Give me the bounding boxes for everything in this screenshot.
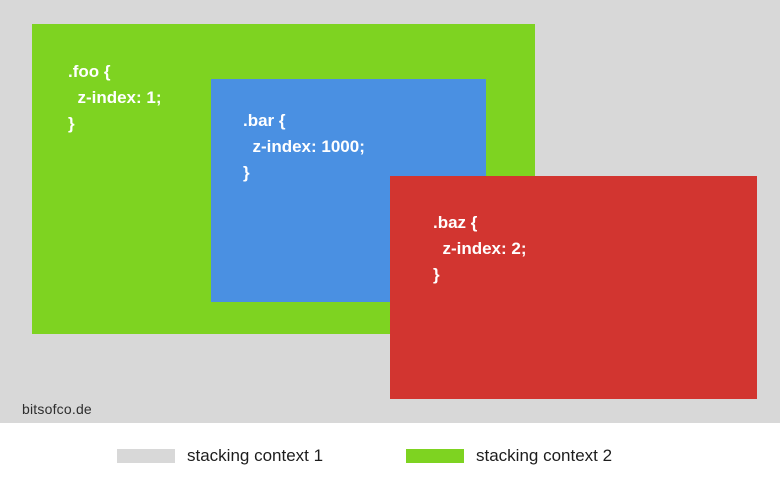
baz-code-line-2: z-index: 2;	[433, 239, 527, 258]
foo-code-line-3: }	[68, 114, 75, 133]
foo-code-line-1: .foo {	[68, 62, 111, 81]
baz-code-line-1: .baz {	[433, 213, 478, 232]
baz-box: .baz { z-index: 2; }	[390, 176, 757, 399]
bar-code-line-1: .bar {	[243, 111, 286, 130]
legend-item-context1: stacking context 1	[117, 446, 323, 466]
legend-swatch-context1	[117, 449, 175, 463]
bar-code-line-2: z-index: 1000;	[243, 137, 365, 156]
legend-item-context2: stacking context 2	[406, 446, 612, 466]
baz-code-line-3: }	[433, 265, 440, 284]
legend: stacking context 1 stacking context 2	[0, 423, 780, 481]
stacking-context-1-area: .foo { z-index: 1; } .bar { z-index: 100…	[0, 0, 780, 423]
legend-label-context2: stacking context 2	[476, 446, 613, 465]
watermark: bitsofco.de	[22, 401, 92, 417]
bar-code-line-3: }	[243, 163, 250, 182]
foo-code-line-2: z-index: 1;	[68, 88, 162, 107]
legend-label-context1: stacking context 1	[187, 446, 324, 465]
legend-swatch-context2	[406, 449, 464, 463]
